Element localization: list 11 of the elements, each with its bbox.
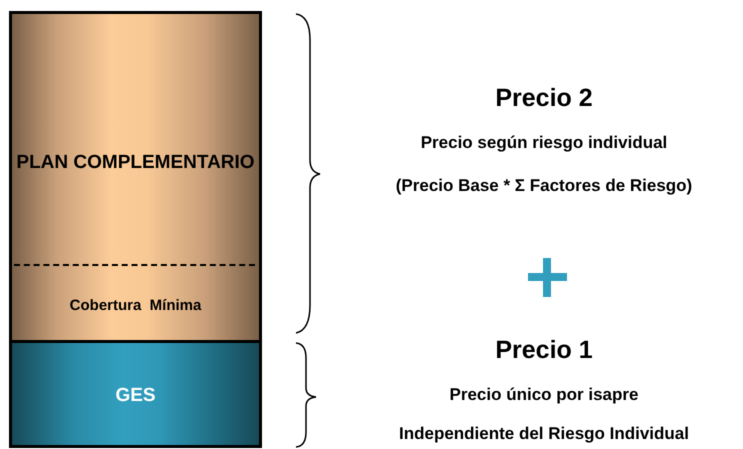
price-heading: Precio 2 [494,84,594,113]
price-description: Precio según riesgo individual [420,133,668,153]
ges-block [9,340,262,448]
block-title: GES [114,385,157,408]
block-subtitle: Cobertura Mínima [68,297,202,315]
price-description: (Precio Base * Σ Factores de Riesgo) [394,176,694,196]
price-heading: Precio 1 [494,336,594,365]
block-title: PLAN COMPLEMENTARIO [15,152,256,175]
price-description: Precio único por isapre [448,385,640,405]
price-description: Independiente del Riesgo Individual [398,424,690,444]
plan-block [9,11,262,343]
